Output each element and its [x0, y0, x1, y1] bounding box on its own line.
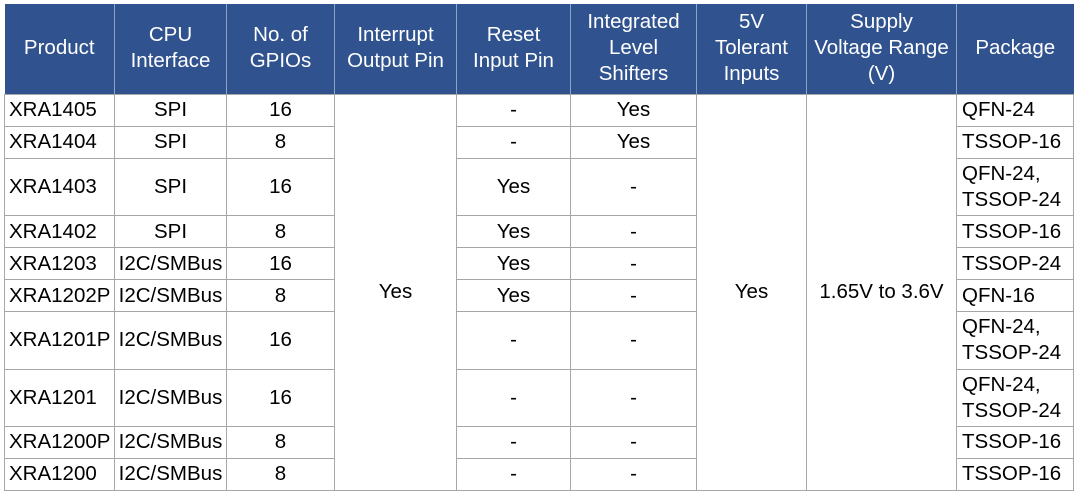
column-header-cpu-interface: CPU Interface [114, 4, 227, 95]
header-row: Product CPU Interface No. of GPIOs Inter… [4, 4, 1074, 95]
cell-integrated-level-shifters: - [570, 279, 697, 313]
cell-integrated-level-shifters: - [570, 311, 697, 370]
column-header-product: Product [4, 4, 115, 95]
cell-reset-input-pin: - [456, 311, 571, 370]
cell-package: QFN-16 [956, 279, 1074, 313]
cell-supply-voltage-range-merged: 1.65V to 3.6V [806, 93, 957, 491]
cell-cpu-interface: I2C/SMBus [114, 247, 227, 281]
cell-no-of-gpios: 8 [226, 279, 335, 313]
product-selection-table: Product CPU Interface No. of GPIOs Inter… [4, 4, 1074, 491]
column-header-5v-tolerant-inputs: 5V Tolerant Inputs [696, 4, 807, 95]
cell-cpu-interface: I2C/SMBus [114, 426, 227, 460]
cell-cpu-interface: I2C/SMBus [114, 311, 227, 370]
cell-package: QFN-24, TSSOP-24 [956, 157, 1074, 217]
cell-product: XRA1200 [4, 458, 115, 491]
cell-reset-input-pin: - [456, 125, 571, 159]
cell-package: TSSOP-24 [956, 247, 1074, 281]
cell-product: XRA1405 [4, 93, 115, 127]
column-header-reset-input-pin: Reset Input Pin [456, 4, 571, 95]
cell-5v-tolerant-inputs-merged: Yes [696, 93, 807, 491]
cell-reset-input-pin: - [456, 93, 571, 127]
cell-integrated-level-shifters: - [570, 157, 697, 217]
cell-integrated-level-shifters: Yes [570, 125, 697, 159]
cell-integrated-level-shifters: - [570, 368, 697, 428]
cell-no-of-gpios: 8 [226, 426, 335, 460]
cell-package: QFN-24, TSSOP-24 [956, 368, 1074, 428]
cell-product: XRA1202P [4, 279, 115, 313]
cell-reset-input-pin: - [456, 458, 571, 491]
cell-product: XRA1402 [4, 215, 115, 249]
cell-package: QFN-24 [956, 93, 1074, 127]
cell-package: TSSOP-16 [956, 125, 1074, 159]
cell-cpu-interface: SPI [114, 93, 227, 127]
cell-product: XRA1403 [4, 157, 115, 217]
cell-reset-input-pin: Yes [456, 247, 571, 281]
cell-no-of-gpios: 16 [226, 311, 335, 370]
cell-integrated-level-shifters: Yes [570, 93, 697, 127]
cell-cpu-interface: SPI [114, 215, 227, 249]
column-header-integrated-level-shifters: Integrated Level Shifters [570, 4, 697, 95]
cell-no-of-gpios: 16 [226, 368, 335, 428]
cell-integrated-level-shifters: - [570, 215, 697, 249]
cell-integrated-level-shifters: - [570, 458, 697, 491]
cell-no-of-gpios: 16 [226, 93, 335, 127]
cell-cpu-interface: I2C/SMBus [114, 458, 227, 491]
cell-product: XRA1203 [4, 247, 115, 281]
cell-reset-input-pin: Yes [456, 157, 571, 217]
cell-product: XRA1404 [4, 125, 115, 159]
cell-integrated-level-shifters: - [570, 247, 697, 281]
cell-package: QFN-24, TSSOP-24 [956, 311, 1074, 370]
cell-no-of-gpios: 8 [226, 458, 335, 491]
cell-no-of-gpios: 8 [226, 125, 335, 159]
cell-reset-input-pin: - [456, 426, 571, 460]
cell-product: XRA1200P [4, 426, 115, 460]
cell-package: TSSOP-16 [956, 458, 1074, 491]
cell-no-of-gpios: 16 [226, 247, 335, 281]
cell-package: TSSOP-16 [956, 426, 1074, 460]
cell-product: XRA1201P [4, 311, 115, 370]
cell-interrupt-output-pin-merged: Yes [334, 93, 457, 491]
cell-product: XRA1201 [4, 368, 115, 428]
cell-reset-input-pin: Yes [456, 215, 571, 249]
column-header-supply-voltage-range: Supply Voltage Range (V) [806, 4, 957, 95]
cell-cpu-interface: SPI [114, 125, 227, 159]
cell-cpu-interface: I2C/SMBus [114, 368, 227, 428]
column-header-package: Package [956, 4, 1074, 95]
cell-package: TSSOP-16 [956, 215, 1074, 249]
cell-reset-input-pin: Yes [456, 279, 571, 313]
column-header-no-of-gpios: No. of GPIOs [226, 4, 335, 95]
cell-no-of-gpios: 8 [226, 215, 335, 249]
cell-integrated-level-shifters: - [570, 426, 697, 460]
table-header: Product CPU Interface No. of GPIOs Inter… [4, 4, 1074, 95]
column-header-interrupt-output-pin: Interrupt Output Pin [334, 4, 457, 95]
cell-no-of-gpios: 16 [226, 157, 335, 217]
cell-cpu-interface: I2C/SMBus [114, 279, 227, 313]
cell-cpu-interface: SPI [114, 157, 227, 217]
cell-reset-input-pin: - [456, 368, 571, 428]
